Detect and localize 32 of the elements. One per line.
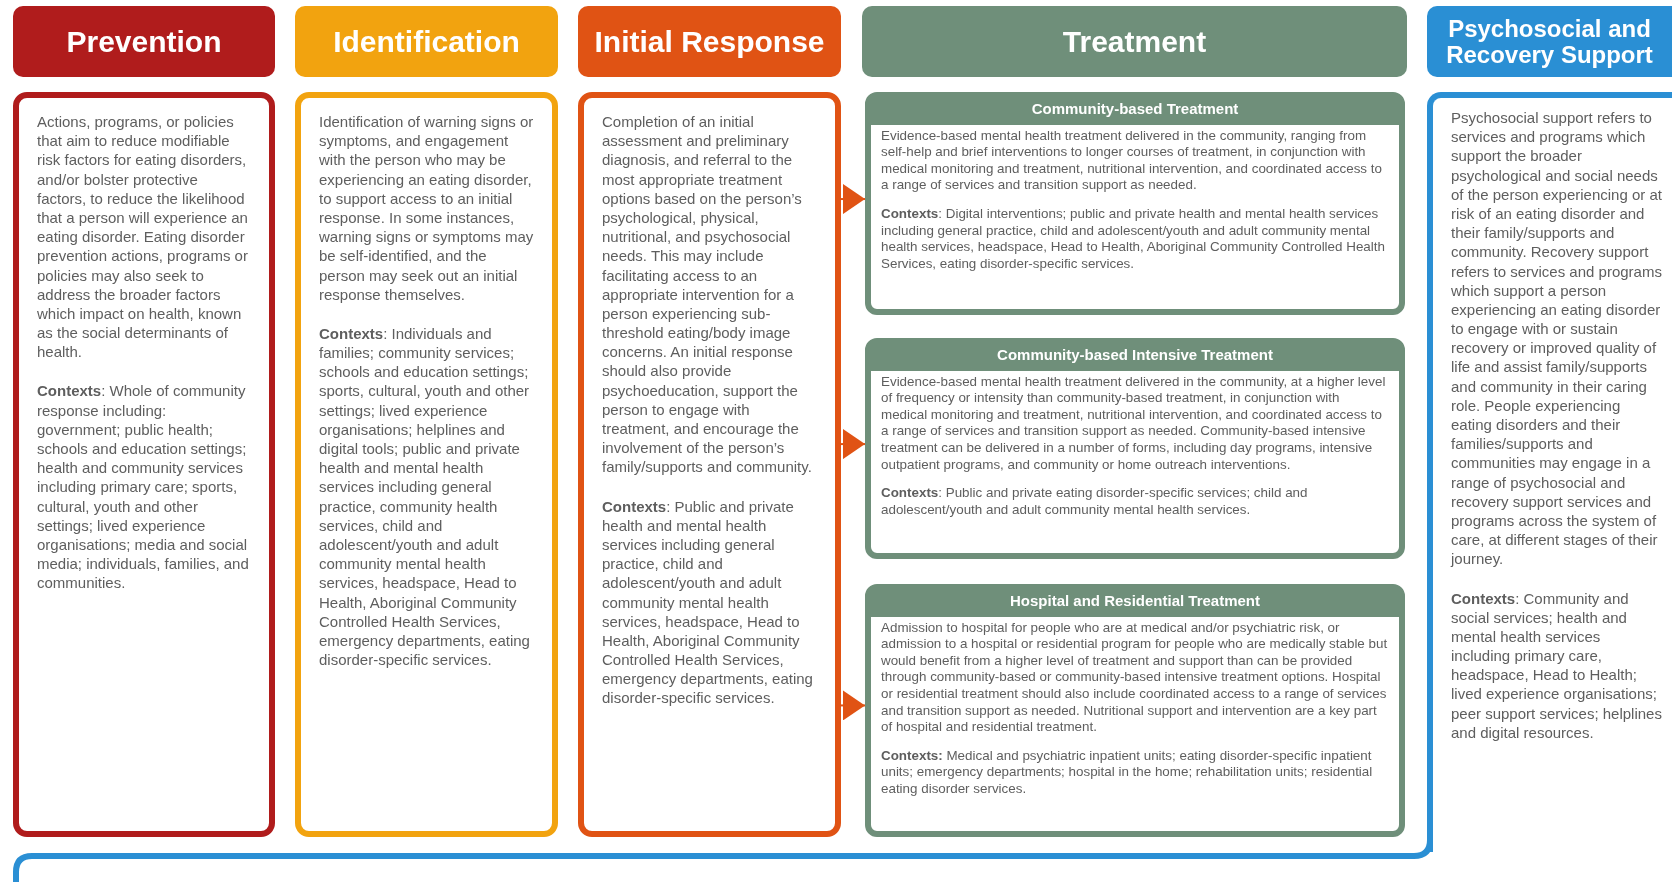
description-text: Evidence-based mental health treatment delivered in the community, at a higher level of frequency or intensity than community-based treatment, in conjunction with medical monitoring and treatment, nutritional intervention, and coordinated access to a range of services and transition support as needed. Community-based intensive treatment can be delivered in a number of forms, including day programs, intensive outpatient programs, and community or home outreach interventions. <box>881 373 1387 474</box>
support-panel <box>1427 92 1672 852</box>
arrow <box>840 184 866 215</box>
column-header: Prevention <box>13 6 275 77</box>
arrow <box>840 690 866 721</box>
description-panel <box>295 92 558 837</box>
column-header: Identification <box>295 6 558 77</box>
description-text: Completion of an initial assessment and preliminary diagnosis, and referral to the most appropriate treatment options based on the person’s psychological, physical, nutritional, and psychosocial needs. This may include facilitating access to an appropriate intervention for a person experiencing sub-threshold eating/body image concerns. An initial response should also provide psychoeducation, support the person to engage with treatment, and encourage the involvement of the person’s family/supports and community. <box>602 112 813 477</box>
card-heading: Community-based Treatment <box>871 98 1399 125</box>
column-header: Initial Response <box>578 6 841 77</box>
description-text: Identification of warning signs or symptoms, and engagement with the person who may be experiencing an eating disorder, to support access to an initial response. In some instances, warning signs or symptoms may be self-identified, and the person may seek out an initial response themselves. <box>319 112 534 304</box>
description-text: Actions, programs, or policies that aim to reduce modifiable risk factors for eating disorders, and/or bolster protective factors, to reduce the likelihood that a person will experience an eating disorder. Eating disorder prevention actions, programs or policies may also seek to address the broader factors which impact on health, known as the social determinants of health. <box>37 112 249 362</box>
treatment-card <box>865 92 1405 315</box>
description-text: Evidence-based mental health treatment delivered in the community, ranging from self-help and brief interventions to longer courses of treatment, in conjunction with medical monitoring and treatment, nutritional intervention, and coordinated access to a range of services and transition support as needed. <box>881 127 1383 195</box>
contexts-text: Contexts: Individuals and families; community services; schools and education settings; sports, cultural, youth and other settings; lived experience organisations; helplines and digital tools; public and private health and mental health services including general practice, community health services, child and adolescent/youth and adult community mental health services, headspace, Head to Health, Aboriginal Community Controlled Health Services, emergency departments, eating disorder-specific services. <box>319 323 531 670</box>
contexts-text: Contexts: Medical and psychiatric inpatient units; eating disorder-specific inpatient units; emergency departments; hospital in the home; rehabilitation units; residential eating disorder services. <box>881 747 1374 798</box>
column-header: Treatment <box>862 6 1407 77</box>
treatment-card <box>865 338 1405 559</box>
treatment-card <box>865 584 1405 837</box>
card-heading: Hospital and Residential Treatment <box>871 590 1399 617</box>
column-header: Psychosocial and Recovery Support <box>1427 6 1672 77</box>
description-panel <box>578 92 841 837</box>
description-text: Psychosocial support refers to services and programs which support the broader psychological and social needs of the person experiencing or at risk of an eating disorder and their family/supports and community. Recovery support refers to services and programs which support a person experiencing an eating disorder to engage with or sustain recovery or improved quality of life and assist family/supports and community in their caring role. People experiencing eating disorders and their families/supports and communities may engage in a range of psychosocial and recovery support services and programs across the system of care, at different stages of their journey. <box>1451 108 1662 569</box>
contexts-text: Contexts: Community and social services; health and mental health services including primary care, headspace, Head to Health; lived experience organisations; peer support services; helplines and digital resources. <box>1451 588 1662 742</box>
contexts-text: Contexts: Public and private health and mental health services including general practice, child and adolescent/youth and adult community mental health services, headspace, Head to Health, Aboriginal Community Controlled Health Services, emergency departments, eating disorder-specific services. <box>602 496 814 708</box>
contexts-text: Contexts: Public and private eating disorder-specific services; child and adolescent/youth and adult community mental health services. <box>881 485 1309 519</box>
arrow <box>840 429 866 460</box>
contexts-text: Contexts: Whole of community response including: government; public health; schools and education settings; health and community services including primary care; sports, cultural, youth and other settings; lived experience organisations; media and social media; individuals, families, and communities. <box>37 381 250 593</box>
contexts-text: Contexts: Digital interventions; public and private health and mental health services including general practice, child and adolescent/youth and adult community mental health services, headspace, Head to Health, Aboriginal Community Controlled Health Services, eating disorder-specific services. <box>881 206 1386 273</box>
card-heading: Community-based Intensive Treatment <box>871 344 1399 371</box>
description-text: Admission to hospital for people who are at medical and/or psychiatric risk, or admission to a hospital or residential program for people who are medically stable but would benefit from a higher level of treatment and support than can be provided through community-based or community-based intensive treatment options. Hospital or residential treatment should also include coordinated access to a range of services and transition support as needed. Nutritional support and intervention are a key part of hospital and residential treatment. <box>881 619 1389 736</box>
description-panel <box>13 92 275 837</box>
